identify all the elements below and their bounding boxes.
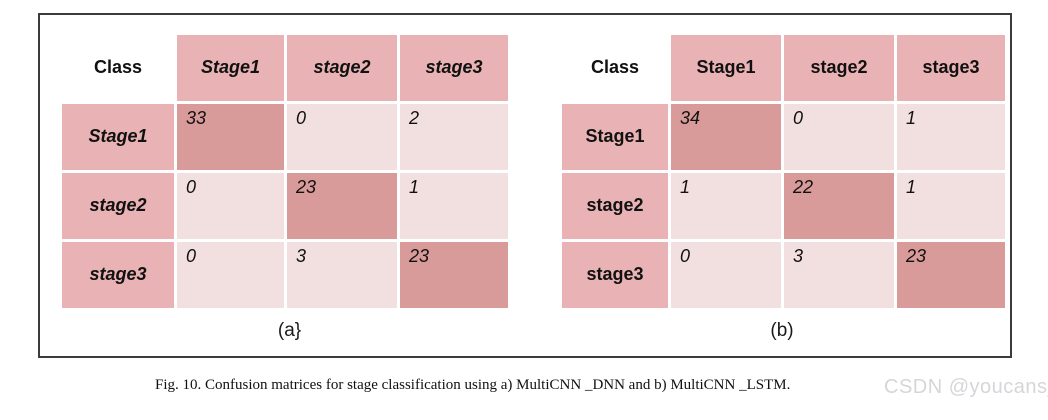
column-header-b-2: stage3 [897,35,1005,101]
row-label-a-1: stage2 [62,173,174,239]
confusion-matrix-table-b: Class Stage1 stage2 stage3 Stage1 34 0 1… [562,35,1005,308]
matrix-cell-b-0-0: 34 [671,104,781,170]
column-header-b-1: stage2 [784,35,894,101]
row-label-a-2: stage3 [62,242,174,308]
column-header-b-0: Stage1 [671,35,781,101]
matrix-cell-a-2-2: 23 [400,242,508,308]
csdn-watermark: CSDN @youcans_ [884,376,1048,398]
row-label-b-1: stage2 [562,173,668,239]
confusion-matrix-table-a: Class Stage1 stage2 stage3 Stage1 33 0 2… [62,35,517,308]
matrix-cell-b-2-2: 23 [897,242,1005,308]
corner-label-b: Class [562,35,668,101]
matrix-cell-a-0-2: 2 [400,104,508,170]
sub-caption-a: (a} [277,320,302,341]
matrix-cell-b-0-2: 1 [897,104,1005,170]
corner-label-a: Class [62,35,174,101]
matrix-cell-a-2-1: 3 [287,242,397,308]
figure-caption: Fig. 10. Confusion matrices for stage cl… [155,377,791,393]
matrix-cell-b-1-1: 22 [784,173,894,239]
column-header-a-0: Stage1 [177,35,284,101]
row-label-b-0: Stage1 [562,104,668,170]
row-label-a-0: Stage1 [62,104,174,170]
column-header-a-1: stage2 [287,35,397,101]
sub-caption-b: (b) [770,320,794,341]
figure-frame: Class Stage1 stage2 stage3 Stage1 33 0 2… [38,13,1012,358]
matrix-cell-a-0-1: 0 [287,104,397,170]
row-label-b-2: stage3 [562,242,668,308]
matrix-cell-b-2-1: 3 [784,242,894,308]
matrix-cell-b-1-0: 1 [671,173,781,239]
matrix-cell-a-1-1: 23 [287,173,397,239]
matrix-cell-b-2-0: 0 [671,242,781,308]
confusion-matrix-panel-a: Class Stage1 stage2 stage3 Stage1 33 0 2… [62,35,517,342]
matrix-cell-a-2-0: 0 [177,242,284,308]
matrix-cell-b-1-2: 1 [897,173,1005,239]
matrix-cell-a-0-0: 33 [177,104,284,170]
confusion-matrix-panel-b: Class Stage1 stage2 stage3 Stage1 34 0 1… [562,35,1005,342]
matrix-cell-a-1-2: 1 [400,173,508,239]
column-header-a-2: stage3 [400,35,508,101]
matrix-cell-b-0-1: 0 [784,104,894,170]
matrix-cell-a-1-0: 0 [177,173,284,239]
